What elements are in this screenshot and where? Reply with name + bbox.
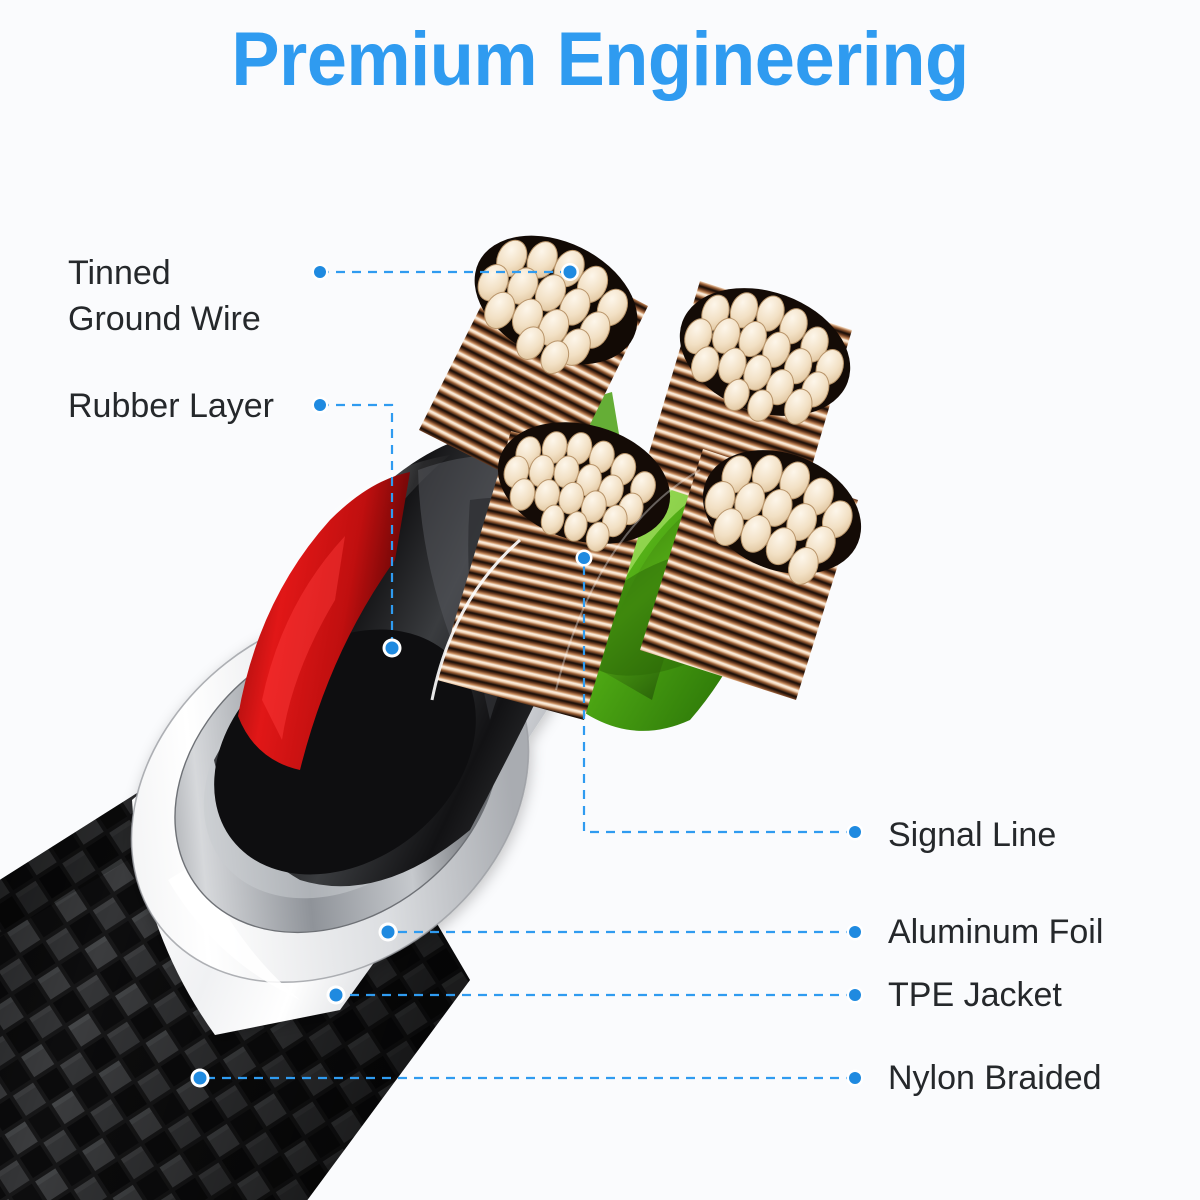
bundle-signal-lower-right <box>640 449 862 700</box>
dot-signal-line-target[interactable] <box>575 549 593 567</box>
callout-dots <box>190 263 864 1088</box>
label-tinned-ground-wire: Tinned Ground Wire <box>68 254 261 338</box>
label-aluminum-foil: Aluminum Foil <box>888 913 1104 951</box>
dot-tinned-ground-wire-target[interactable] <box>561 263 579 281</box>
dot-signal-line-label[interactable] <box>846 823 864 841</box>
dot-tinned-ground-wire-label[interactable] <box>311 263 329 281</box>
dot-rubber-layer-label[interactable] <box>311 396 329 414</box>
bundle-tinned-ground-wire <box>419 235 648 498</box>
dot-rubber-layer-target[interactable] <box>382 638 402 658</box>
dot-nylon-braided-target[interactable] <box>190 1068 210 1088</box>
leader-rubber-layer <box>320 403 394 648</box>
label-tpe-jacket: TPE Jacket <box>888 976 1062 1014</box>
red-insulation-core <box>238 472 410 770</box>
dot-nylon-braided-label[interactable] <box>846 1069 864 1087</box>
bundle-signal-upper-right <box>641 281 852 530</box>
dot-aluminum-foil-label[interactable] <box>846 923 864 941</box>
leader-signal-line <box>582 558 855 834</box>
dot-tpe-jacket-label[interactable] <box>846 986 864 1004</box>
label-rubber-layer: Rubber Layer <box>68 387 275 425</box>
callout-leaders <box>200 270 855 1080</box>
dot-tpe-jacket-target[interactable] <box>326 985 346 1005</box>
page-title: Premium Engineering <box>231 17 969 102</box>
bundle-signal-center <box>437 422 671 720</box>
dot-aluminum-foil-target[interactable] <box>378 922 398 942</box>
label-nylon-braided: Nylon Braided <box>888 1059 1102 1097</box>
label-signal-line: Signal Line <box>888 816 1057 854</box>
